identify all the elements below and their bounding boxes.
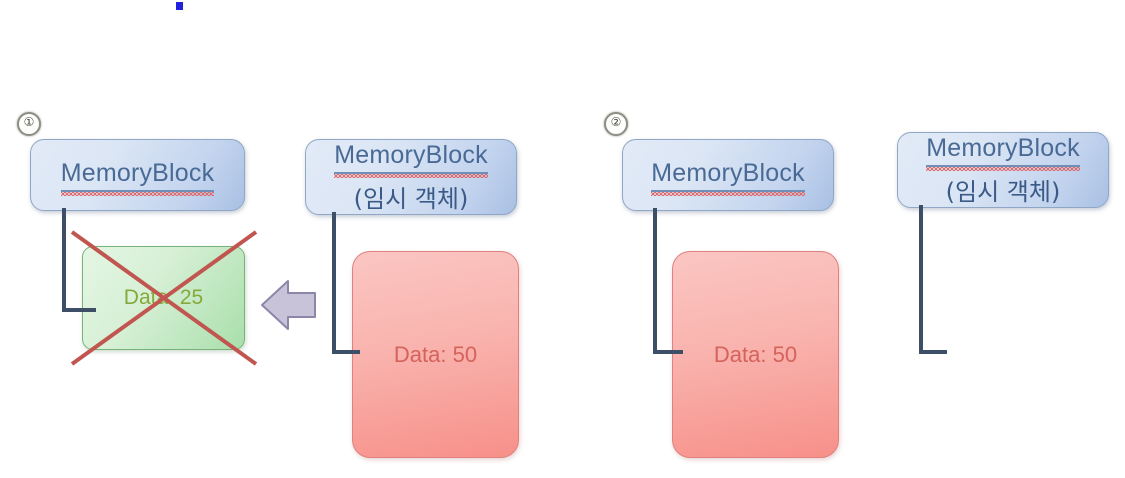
panel2-owned-data-box[interactable]: Data: 50 xyxy=(672,251,839,458)
panel1-new-data-label: Data: 50 xyxy=(393,341,478,367)
panel2-null-pointer-line xyxy=(919,205,947,354)
artifact-dot xyxy=(176,2,183,10)
panel2-temp-memoryblock[interactable]: MemoryBlock (임시 객체) xyxy=(897,132,1109,208)
move-arrow-icon xyxy=(261,280,316,330)
panel1-owner-title: MemoryBlock xyxy=(60,159,215,196)
panel2-temp-subtitle: (임시 객체) xyxy=(945,177,1061,206)
panel1-new-data-box[interactable]: Data: 50 xyxy=(352,251,519,458)
panel1-temp-subtitle: (임시 객체) xyxy=(353,184,469,213)
panel2-owned-data-label: Data: 50 xyxy=(713,341,798,367)
panel2-owner-title: MemoryBlock xyxy=(651,159,805,196)
panel2-temp-title: MemoryBlock xyxy=(926,134,1080,171)
panel2-owner-memoryblock[interactable]: MemoryBlock xyxy=(622,139,834,211)
step-marker-1: ① xyxy=(17,112,41,136)
panel1-old-data-label: Data: 25 xyxy=(123,286,204,309)
panel1-owner-memoryblock[interactable]: MemoryBlock xyxy=(30,139,245,211)
step-marker-2: ② xyxy=(604,112,628,136)
panel1-temp-title: MemoryBlock xyxy=(334,141,488,178)
panel1-temp-memoryblock[interactable]: MemoryBlock (임시 객체) xyxy=(305,139,517,215)
panel1-old-data-box[interactable]: Data: 25 xyxy=(82,246,245,350)
